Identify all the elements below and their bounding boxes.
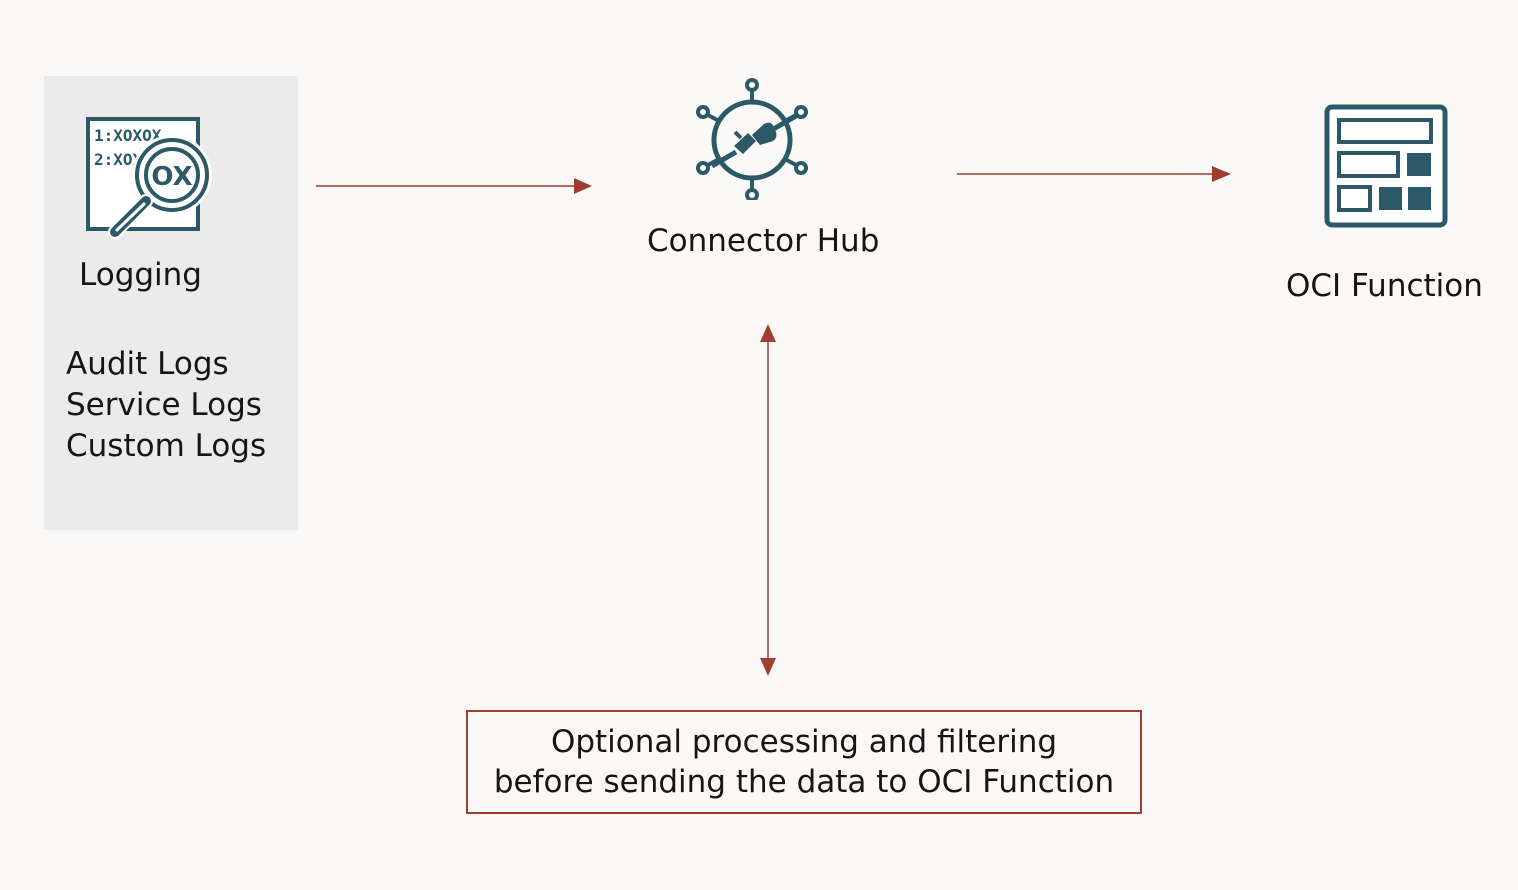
connector-hub-icon [696,78,808,200]
list-item-service-logs: Service Logs [66,387,262,423]
magnifier-text: OX [151,162,192,192]
arrow-logging-to-hub [316,178,592,194]
processing-line-1: Optional processing and filtering [550,724,1058,760]
log-types-list: Audit Logs Service Logs Custom Logs [66,344,266,467]
oci-function-icon [1324,104,1448,228]
processing-box: Optional processing and filtering before… [466,710,1142,814]
logging-title: Logging [79,257,202,293]
arrow-hub-processing-bidirectional [760,324,776,676]
logging-icon: 1:XOXOX 2:XOXO OX [86,117,212,239]
list-item-audit-logs: Audit Logs [66,346,229,382]
list-item-custom-logs: Custom Logs [66,428,267,464]
log-line-1: 1:XOXOX [94,126,162,145]
arrow-hub-to-function [957,166,1231,182]
connector-hub-label: Connector Hub [647,223,880,259]
processing-line-2: before sending the data to OCI Function [493,764,1115,800]
oci-function-label: OCI Function [1286,268,1483,304]
